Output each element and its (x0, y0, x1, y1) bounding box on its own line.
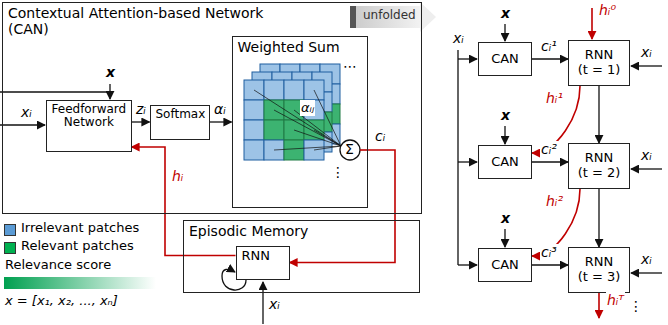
process-box: RNN (t = 2) (568, 143, 630, 189)
connector (132, 121, 150, 122)
edge-label: hᵢ² (545, 193, 564, 210)
process-box: CAN (478, 42, 532, 76)
process-box: Feedforward Network (46, 100, 132, 152)
process-box: RNN (236, 246, 290, 280)
box-label: RNN (242, 249, 270, 264)
annotation: ⋯ (342, 58, 358, 75)
annotation: unfolded (362, 8, 417, 22)
input-arrow (262, 282, 263, 324)
box-label: RNN (t = 3) (578, 255, 621, 285)
input-arrow (631, 168, 662, 169)
legend-text: Relevant patches (20, 238, 135, 254)
group-title: Contextual Attention-based Network (CAN) (8, 5, 293, 37)
box-label: CAN (491, 155, 519, 170)
annotation: Σ (344, 141, 355, 158)
annotation: xᵢ (268, 296, 281, 313)
annotation: αᵢⱼ (300, 100, 315, 116)
annotation: xᵢ (640, 147, 653, 164)
annotation: x (500, 107, 511, 124)
annotation: ⋮ (330, 164, 346, 181)
input-arrow (504, 24, 505, 41)
annotation: xᵢ (640, 44, 653, 61)
patch (264, 120, 284, 140)
state-arrow (598, 293, 600, 318)
annotation: ⋮ (628, 298, 644, 315)
input-arrow (0, 124, 45, 125)
connector (290, 150, 396, 263)
process-box: CAN (478, 248, 532, 282)
patch (284, 80, 304, 100)
edge-label: cᵢ² (540, 141, 558, 158)
edge-label: cᵢ (374, 128, 386, 145)
patch (264, 80, 284, 100)
edge-label: cᵢ¹ (540, 38, 558, 55)
weight-line (314, 130, 341, 146)
input-arrow (504, 229, 505, 247)
annotation: x (105, 64, 116, 81)
group-box: Contextual Attention-based Network (CAN)… (2, 2, 422, 214)
process-box: CAN (478, 145, 532, 179)
patch (244, 140, 264, 160)
process-box: RNN (t = 1) (568, 40, 630, 86)
state-arrow (591, 8, 593, 39)
legend-text: Irrelevant patches (20, 220, 140, 236)
input-arrow (631, 65, 662, 66)
connector (210, 121, 232, 122)
unfolded-arrow (350, 6, 420, 28)
input-arrow (504, 126, 505, 144)
annotation: x = [x₁, x₂, ..., xₙ] (4, 293, 119, 309)
annotation: x (500, 5, 511, 22)
box-label: CAN (491, 258, 519, 273)
group-box: Episodic MemoryRNN (183, 220, 420, 293)
box-label: RNN (t = 2) (578, 151, 621, 181)
unfolded-bar (350, 6, 356, 28)
weight-line (274, 146, 341, 150)
patch (244, 120, 264, 140)
annotation: xᵢ (452, 30, 465, 47)
annotation: x (500, 210, 511, 227)
annotation: hᵢ⁰ (598, 2, 617, 19)
relevance-bar (4, 277, 156, 289)
unfolded-arrowhead (420, 2, 436, 32)
box-label: Softmax (156, 108, 206, 122)
input-arrow (458, 161, 477, 162)
legend-swatch (4, 224, 16, 236)
legend-swatch (4, 242, 16, 254)
box-label: Feedforward Network (52, 103, 127, 131)
input-wire (457, 50, 458, 265)
patch (244, 100, 264, 120)
annotation: hᵢᵀ (606, 292, 625, 309)
patch (284, 140, 304, 160)
connector (532, 58, 568, 59)
legend-text: Relevance score (4, 257, 112, 273)
connector (598, 189, 599, 247)
weight-line (314, 90, 341, 146)
edge-label: cᵢ³ (540, 244, 558, 261)
patch-grid (244, 64, 341, 160)
connector (532, 161, 568, 162)
annotation: xᵢ (20, 104, 33, 121)
connector (598, 86, 599, 143)
box-label: RNN (t = 1) (578, 48, 621, 78)
input-arrow (631, 272, 662, 273)
weight-line (254, 90, 341, 146)
group-title: Episodic Memory (189, 223, 308, 239)
edge-label: αᵢ (213, 101, 227, 118)
box-label: CAN (491, 52, 519, 67)
input-wire (0, 91, 110, 92)
input-arrow (458, 58, 477, 59)
group-title: Weighted Sum (238, 39, 340, 55)
edge-label: hᵢ¹ (545, 90, 564, 107)
connector (532, 264, 568, 265)
input-arrow (109, 84, 110, 99)
process-box: RNN (t = 3) (568, 247, 630, 293)
weight-line (294, 130, 341, 146)
process-box: Softmax (150, 105, 210, 140)
input-arrow (458, 264, 477, 265)
edge-label: zᵢ (135, 101, 147, 118)
edge-label: hᵢ (171, 168, 184, 185)
annotation: xᵢ (640, 251, 653, 268)
sum-circle (340, 140, 360, 160)
